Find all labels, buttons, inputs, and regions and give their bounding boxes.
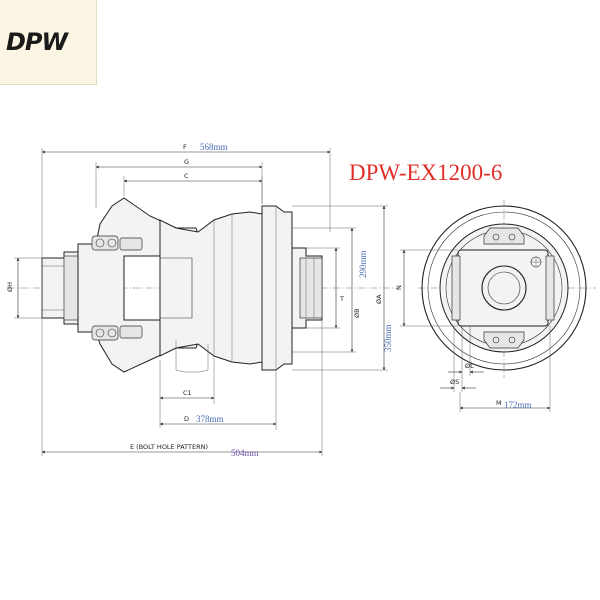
right-collar bbox=[261, 205, 293, 371]
side-view bbox=[8, 197, 398, 373]
dim-C-label: C bbox=[184, 172, 189, 180]
dim-B-label: ØB bbox=[353, 308, 361, 318]
dim-D-label: D bbox=[184, 415, 189, 423]
dim-B-value: 290mm bbox=[358, 250, 368, 278]
front-view bbox=[418, 200, 596, 378]
dim-H-label: ØH bbox=[6, 282, 14, 292]
dim-M-label: M bbox=[496, 399, 502, 407]
shaft-bore-circle bbox=[481, 265, 527, 311]
dim-A-label: ØA bbox=[375, 294, 383, 304]
dim-F-value: 568mm bbox=[200, 142, 228, 152]
outer-rim-circle bbox=[421, 205, 587, 371]
side-dimensions: F 568mm G C ØH C1 D 378mm E (BOLT HOLE P… bbox=[6, 142, 393, 458]
shaft-collar bbox=[63, 255, 79, 321]
bracket-bolts bbox=[91, 235, 143, 341]
dim-T-label: T bbox=[339, 295, 344, 303]
bottom-bolt-block bbox=[483, 331, 525, 349]
dim-S-label: ØS bbox=[450, 378, 459, 386]
logo-panel: DPW bbox=[0, 0, 97, 85]
dim-A-value: 350mm bbox=[383, 324, 393, 352]
dim-M-value: 172mm bbox=[504, 400, 532, 410]
front-dimensions: N ØL ØS M 172mm bbox=[395, 249, 551, 412]
mounting-plate bbox=[457, 249, 549, 327]
dim-G-label: G bbox=[184, 158, 189, 166]
dim-E-value: 504mm bbox=[231, 448, 259, 458]
model-title: DPW-EX1200-6 bbox=[349, 160, 503, 185]
logo-text: DPW bbox=[6, 28, 70, 56]
dim-E-label: E (BOLT HOLE PATTERN) bbox=[130, 443, 208, 451]
dpw-logo: DPW bbox=[6, 28, 71, 56]
dim-L-label: ØL bbox=[465, 362, 474, 370]
shaft-keyway bbox=[299, 257, 323, 319]
dim-F-label: F bbox=[183, 143, 187, 151]
dim-D-value: 378mm bbox=[196, 414, 224, 424]
top-bolt-block bbox=[483, 227, 525, 245]
roller-drum bbox=[159, 211, 263, 365]
dim-C1-label: C1 bbox=[183, 389, 192, 397]
dim-N-label: N bbox=[395, 285, 403, 290]
